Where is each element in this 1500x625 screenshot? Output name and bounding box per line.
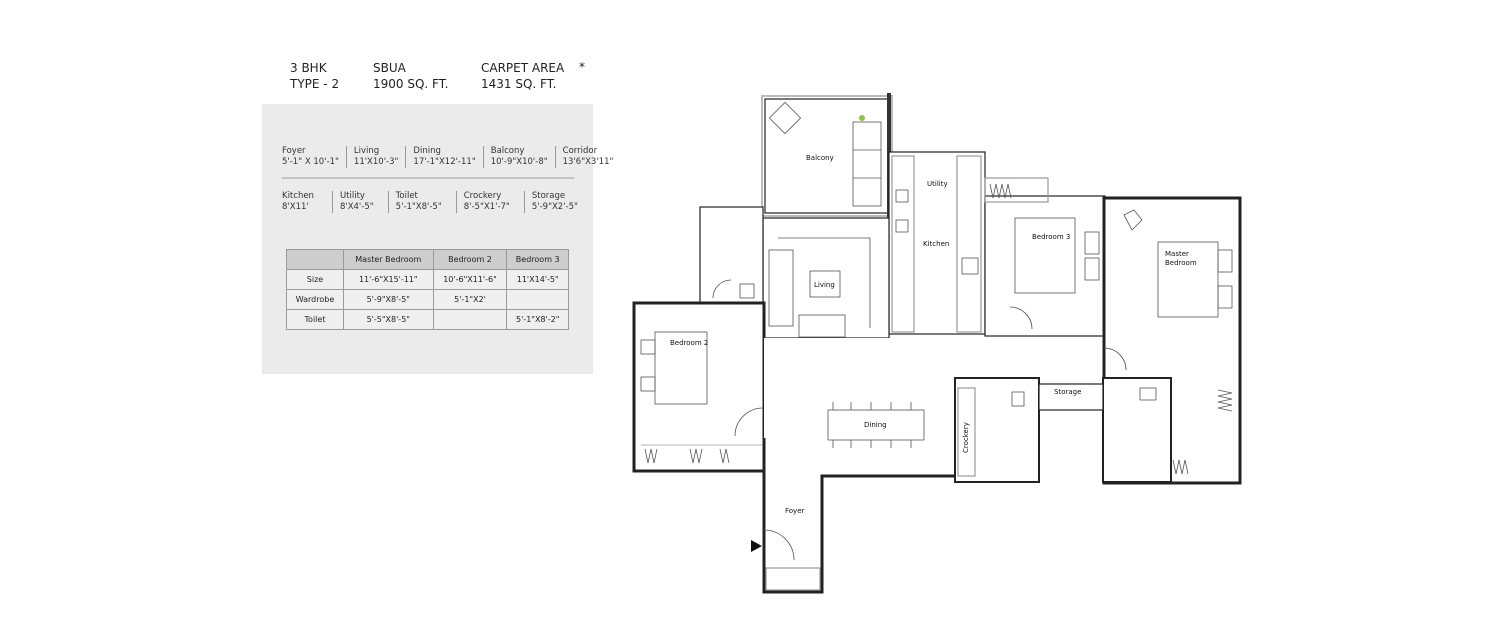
row-label: Wardrobe bbox=[286, 289, 344, 310]
divider bbox=[282, 177, 574, 179]
washbasin-icon bbox=[739, 283, 755, 299]
hob-icon bbox=[961, 257, 979, 275]
table-row: Toilet 5'-5"X8'-5" 5'-1"X8'-2" bbox=[286, 309, 569, 330]
bedroom-table: Master Bedroom Bedroom 2 Bedroom 3 Size … bbox=[286, 249, 569, 330]
sbua-value: 1900 SQ. FT. bbox=[373, 77, 449, 91]
unit-variant: TYPE - 2 bbox=[290, 77, 340, 91]
label-kitchen: Kitchen bbox=[923, 240, 949, 248]
label-foyer: Foyer bbox=[785, 507, 805, 515]
table-header-cell: Bedroom 3 bbox=[506, 249, 569, 270]
label-storage: Storage bbox=[1054, 388, 1081, 396]
label-living: Living bbox=[814, 281, 835, 289]
table-cell: 5'-1"X2' bbox=[432, 289, 508, 310]
table-cell: 5'-1"X8'-2" bbox=[506, 309, 569, 330]
asterisk-note: * bbox=[579, 60, 585, 74]
label-dining: Dining bbox=[864, 421, 887, 429]
living-sofa-icon bbox=[768, 249, 794, 327]
living-sofa-icon bbox=[798, 314, 846, 338]
carpet-area-label: CARPET AREA bbox=[481, 61, 565, 75]
washbasin-icon bbox=[1139, 387, 1157, 401]
sbua-label: SBUA bbox=[373, 61, 406, 75]
master-bed-icon bbox=[1157, 241, 1219, 318]
label-crockery: Crockery bbox=[962, 422, 970, 453]
coffee-table-icon bbox=[809, 270, 841, 298]
tv-console-icon bbox=[778, 237, 871, 328]
unit-type: 3 BHK bbox=[290, 61, 327, 75]
table-header-cell bbox=[286, 249, 344, 270]
sink-icon bbox=[895, 189, 909, 203]
wardrobe-icon bbox=[644, 448, 730, 464]
dining-table-icon bbox=[827, 409, 925, 441]
walls bbox=[632, 93, 1242, 594]
master-chair-icon bbox=[1123, 209, 1143, 231]
table-header-row: Master Bedroom Bedroom 2 Bedroom 3 bbox=[286, 249, 569, 270]
wardrobe-icon bbox=[1172, 389, 1233, 475]
entrance-arrow-icon bbox=[751, 540, 762, 552]
label-master-line2: Bedroom bbox=[1165, 259, 1197, 267]
table-cell bbox=[432, 309, 508, 330]
table-header-cell: Bedroom 2 bbox=[432, 249, 508, 270]
label-master-line1: Master bbox=[1165, 250, 1189, 258]
table-cell: 11'-6"X15'-11" bbox=[343, 269, 434, 290]
wardrobe-icon bbox=[989, 183, 1012, 199]
bedroom2-bed-icon bbox=[654, 331, 708, 405]
sink-icon bbox=[895, 219, 909, 233]
bedroom3-bed-icon bbox=[1014, 217, 1076, 294]
balcony-sofa-icon bbox=[852, 121, 882, 207]
washbasin-icon bbox=[1011, 391, 1025, 407]
row-label: Size bbox=[286, 269, 344, 290]
balcony-chair-icon bbox=[768, 101, 802, 135]
row-label: Toilet bbox=[286, 309, 344, 330]
plant-icon bbox=[859, 115, 865, 121]
table-cell: 5'-5"X8'-5" bbox=[343, 309, 434, 330]
entrance-door-arc bbox=[763, 529, 795, 561]
label-bedroom2: Bedroom 2 bbox=[670, 339, 708, 347]
label-balcony: Balcony bbox=[806, 154, 834, 162]
furniture bbox=[640, 101, 1233, 561]
table-cell: 10'-6"X11'-6" bbox=[432, 269, 508, 290]
table-cell bbox=[506, 289, 569, 310]
carpet-area-value: 1431 SQ. FT. bbox=[481, 77, 557, 91]
label-bedroom3: Bedroom 3 bbox=[1032, 233, 1070, 241]
label-utility: Utility bbox=[927, 180, 948, 188]
